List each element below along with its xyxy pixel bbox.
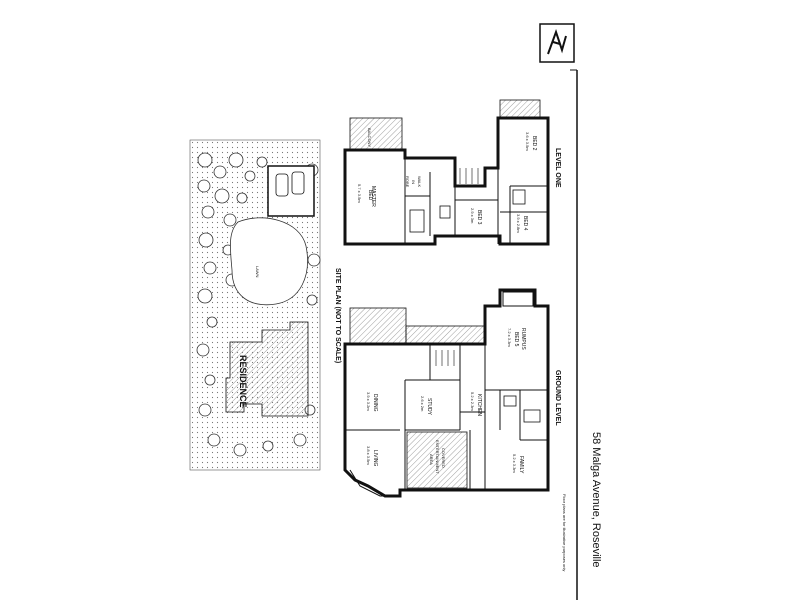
room-label-dining: DINING	[372, 394, 378, 412]
room-label-living: LIVING	[372, 450, 378, 467]
disclaimer-text: Floor plans are for illustrative purpose…	[562, 494, 567, 571]
terrace	[349, 307, 407, 345]
room-label-bed4: BED 4	[522, 216, 528, 231]
north-arrow-icon	[539, 23, 575, 63]
room-dims-bed3: 2.9 x 3m	[470, 208, 475, 224]
site-plan: LAWN RESIDENCE	[189, 139, 321, 471]
room-label-bed5: BED 5	[513, 332, 519, 347]
level-one-title: LEVEL ONE	[554, 148, 561, 188]
room-label-master-bed: BED	[367, 190, 373, 201]
stairs-icon	[435, 350, 455, 366]
garage	[267, 165, 315, 217]
room-label-covered: COVERED	[441, 448, 446, 468]
toilet-icon	[503, 395, 517, 407]
room-dims-bed2: 3.6 x 3.5m	[525, 132, 530, 151]
covered-area	[406, 431, 468, 489]
lawn-area	[229, 217, 308, 306]
car-icon	[291, 171, 305, 195]
room-dims-family: 5.2 x 3.3m	[512, 454, 517, 473]
ground-level-title: GROUND LEVEL	[554, 370, 561, 426]
stairs-icon	[459, 168, 479, 184]
room-label-bed2: BED 2	[531, 136, 537, 151]
room-label-entertainment: ENTERTAINMENT	[435, 440, 440, 474]
wir-label: WALK	[417, 176, 422, 188]
site-plan-title: SITE PLAN (NOT TO SCALE)	[334, 268, 341, 363]
balcony-master	[349, 117, 403, 151]
address-title: 58 Malga Avenue, Roseville	[590, 432, 602, 568]
lawn-label: LAWN	[255, 266, 260, 278]
ground-walls	[343, 288, 550, 498]
room-label-kitchen: KITCHEN	[476, 394, 482, 416]
terrace	[405, 325, 487, 345]
shower-icon	[439, 205, 451, 219]
balcony-label: BALCONY	[367, 128, 372, 147]
wir-label: ROBE	[405, 176, 410, 188]
level-one-plan: BALCONY MASTER BED 5.7 x 3.5m WALK IN RO…	[343, 99, 561, 246]
bath-icon	[409, 209, 425, 233]
tree-symbols	[196, 152, 321, 457]
room-dims-master: 5.7 x 3.5m	[357, 184, 362, 203]
level-one-walls	[343, 116, 550, 246]
wir-label: IN	[411, 180, 416, 184]
room-dims-rumpus: 7.2 x 3.3m	[507, 328, 512, 347]
residence-label: RESIDENCE	[238, 355, 248, 408]
room-dims-living: 3.8 x 3.5m	[366, 446, 371, 465]
room-dims-bed4: 3.9 x 2.8m	[516, 214, 521, 233]
laundry-icon	[523, 409, 541, 423]
room-label-family: FAMILY	[518, 456, 524, 474]
room-label-study: STUDY	[426, 398, 432, 416]
room-dims-study: 2.6 x 2m	[420, 396, 425, 412]
ground-level-plan: DINING 3.9 x 3.2m LIVING 3.8 x 3.5m STUD…	[343, 288, 561, 498]
room-label-rumpus: RUMPUS	[520, 328, 526, 350]
room-label-master: MASTER	[370, 186, 376, 207]
shower-icon	[512, 189, 526, 205]
room-dims-kitchen: 5.2 x 2.3m	[470, 392, 475, 411]
balcony-bed2	[499, 99, 541, 119]
car-icon	[275, 173, 289, 197]
room-dims-dining: 3.9 x 3.2m	[366, 392, 371, 411]
residence-footprint	[225, 321, 309, 417]
room-label-bed3: BED 3	[476, 210, 482, 225]
room-label-area: AREA	[429, 454, 434, 465]
